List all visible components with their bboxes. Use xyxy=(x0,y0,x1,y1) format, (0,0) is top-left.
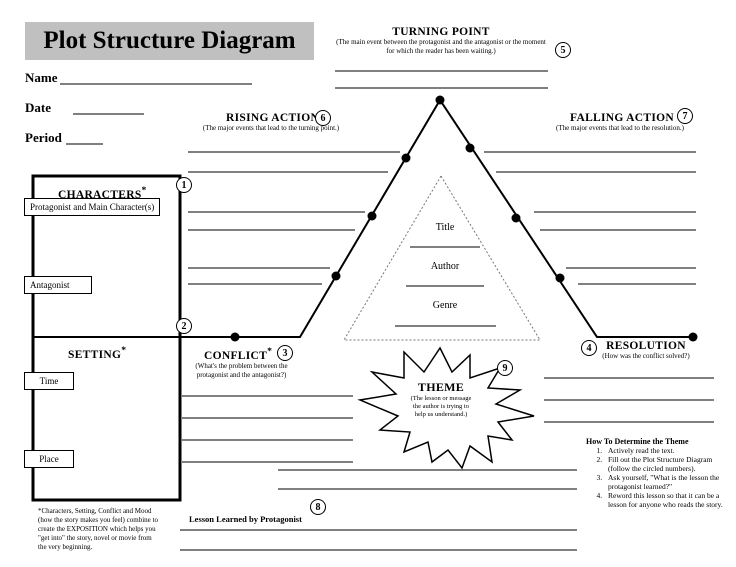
theme-heading: THEME xyxy=(417,380,465,394)
how-to-determine-theme: How To Determine the Theme Actively read… xyxy=(586,437,726,509)
step-number-2: 2 xyxy=(176,318,192,334)
how-to-step: Reword this lesson so that it can be a l… xyxy=(604,491,726,509)
lesson-heading: Lesson Learned by Protagonist xyxy=(189,514,302,524)
theme-section: THEME (The lesson or message the author … xyxy=(410,380,472,419)
conflict-description: (What's the problem between the protagon… xyxy=(195,361,288,379)
resolution-heading: RESOLUTION xyxy=(606,340,686,352)
step-number-8: 8 xyxy=(310,499,326,515)
conflict-section: CONFLICT* (What's the problem between th… xyxy=(184,346,299,380)
rising-action-description: (The major events that lead to the turni… xyxy=(202,124,340,132)
falling-action-section: FALLING ACTION (The major events that le… xyxy=(540,112,700,133)
title-label: Title xyxy=(435,222,455,233)
period-label: Period xyxy=(25,130,62,145)
exposition-note: *Characters, Setting, Conflict and Mood … xyxy=(38,507,158,551)
author-label: Author xyxy=(430,261,460,272)
resolution-section: RESOLUTION (How was the conflict solved?… xyxy=(596,340,696,361)
rising-action-heading: RISING ACTION xyxy=(226,112,320,124)
how-to-step: Fill out the Plot Structure Diagram (fol… xyxy=(604,455,726,473)
turning-point-heading: TURNING POINT xyxy=(392,26,490,38)
characters-heading: CHARACTERS* xyxy=(58,185,147,201)
page-title: Plot Structure Diagram xyxy=(25,22,314,60)
falling-action-heading: FALLING ACTION xyxy=(570,112,674,124)
how-to-heading: How To Determine the Theme xyxy=(586,437,689,446)
turning-point-description: (The main event between the protagonist … xyxy=(336,38,546,55)
step-number-9: 9 xyxy=(497,360,513,376)
rising-action-section: RISING ACTION (The major events that lea… xyxy=(186,112,356,133)
step-number-6: 6 xyxy=(315,110,331,126)
resolution-description: (How was the conflict solved?) xyxy=(602,352,690,360)
date-label: Date xyxy=(25,100,51,115)
turning-point-section: TURNING POINT (The main event between th… xyxy=(334,26,548,56)
step-number-5: 5 xyxy=(555,42,571,58)
how-to-step: Ask yourself, "What is the lesson the pr… xyxy=(604,473,726,491)
antagonist-label: Antagonist xyxy=(24,276,92,294)
place-label: Place xyxy=(24,450,74,468)
setting-heading: SETTING* xyxy=(68,345,127,361)
name-label: Name xyxy=(25,70,58,85)
how-to-step: Actively read the text. xyxy=(604,446,726,455)
step-number-1: 1 xyxy=(176,177,192,193)
step-number-3: 3 xyxy=(277,345,293,361)
time-label: Time xyxy=(24,372,74,390)
theme-description: (The lesson or message the author is try… xyxy=(410,395,472,418)
conflict-heading: CONFLICT* xyxy=(204,346,273,362)
theme-starburst xyxy=(357,346,535,470)
falling-action-description: (The major events that lead to the resol… xyxy=(556,124,684,132)
protagonist-label: Protagonist and Main Character(s) xyxy=(24,198,161,216)
genre-label: Genre xyxy=(432,300,458,311)
step-number-7: 7 xyxy=(677,108,693,124)
step-number-4: 4 xyxy=(581,340,597,356)
